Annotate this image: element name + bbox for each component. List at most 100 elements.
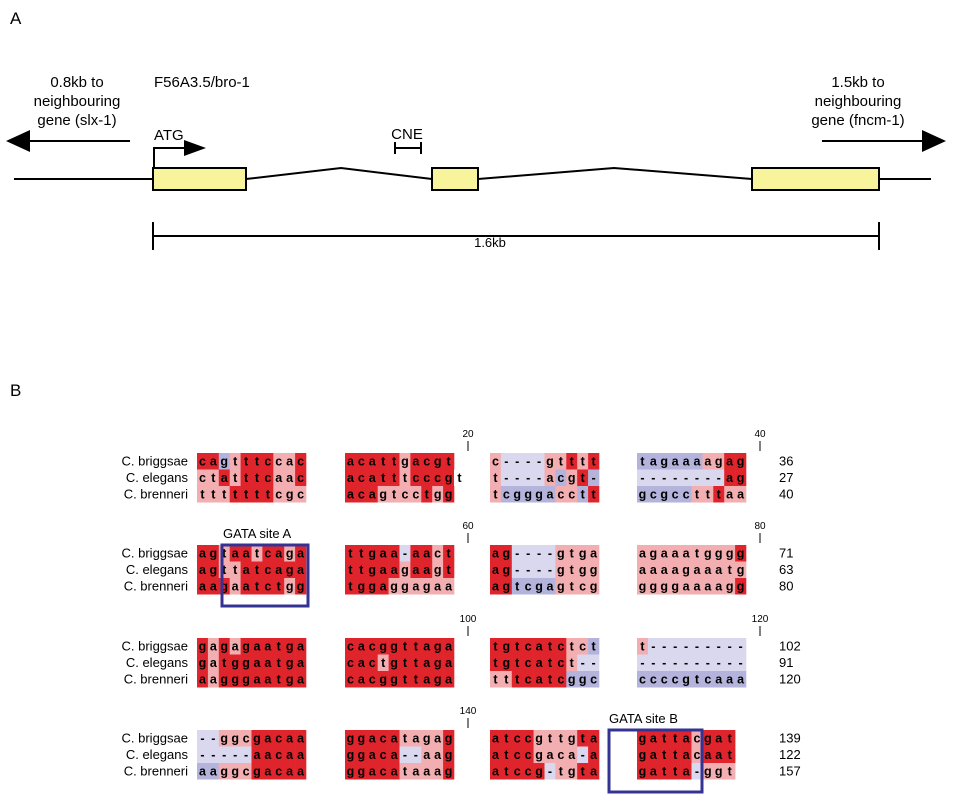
- alignment-cell: [566, 638, 578, 655]
- nucleotide: -: [211, 732, 215, 746]
- alignment-cell: [388, 654, 400, 671]
- alignment-cell: [544, 545, 556, 562]
- alignment-cell: [566, 469, 578, 486]
- nucleotide: g: [368, 547, 376, 561]
- alignment-cell: [522, 561, 534, 578]
- alignment-cell: [262, 545, 274, 562]
- nucleotide: c: [297, 471, 304, 485]
- alignment-cell: [680, 453, 692, 470]
- nucleotide: c: [650, 673, 657, 687]
- alignment-cell: [240, 578, 252, 595]
- nucleotide: a: [347, 488, 355, 502]
- alignment-cell: [588, 746, 600, 763]
- nucleotide: t: [662, 765, 667, 779]
- nucleotide: t: [570, 580, 575, 594]
- nucleotide: t: [414, 656, 419, 670]
- alignment-cell: [702, 654, 714, 671]
- alignment-cell: [500, 746, 513, 763]
- nucleotide: -: [684, 471, 688, 485]
- alignment-cell: [500, 453, 513, 470]
- alignment-cell: [691, 746, 703, 763]
- nucleotide: g: [220, 673, 228, 687]
- alignment-cell: [511, 671, 523, 688]
- nucleotide: g: [590, 563, 598, 577]
- alignment-cell: [262, 763, 274, 780]
- nucleotide: a: [715, 673, 723, 687]
- alignment-cell: [432, 638, 444, 655]
- nucleotide: g: [503, 656, 511, 670]
- alignment-cell: [544, 763, 556, 780]
- nucleotide: a: [546, 748, 554, 762]
- alignment-cell: [410, 730, 422, 747]
- alignment-cell: [522, 654, 534, 671]
- nucleotide: t: [559, 732, 564, 746]
- nucleotide: c: [514, 732, 521, 746]
- alignment-cell: [588, 654, 600, 671]
- start-arrowhead-icon: [184, 140, 206, 156]
- nucleotide: g: [704, 765, 712, 779]
- nucleotide: t: [548, 732, 553, 746]
- alignment-cell: [680, 763, 692, 780]
- nucleotide: a: [683, 765, 691, 779]
- nucleotide: t: [277, 640, 282, 654]
- alignment-cell: [490, 671, 502, 688]
- left-neighbour-note: 0.8kb to neighbouring gene (slx-1): [6, 74, 130, 152]
- alignment-cell: [410, 638, 422, 655]
- nucleotide: c: [525, 640, 532, 654]
- alignment-cell: [702, 453, 714, 470]
- alignment-cell: [680, 654, 692, 671]
- alignment-cell: [432, 671, 444, 688]
- nucleotide: t: [640, 640, 645, 654]
- alignment-cell: [522, 730, 534, 747]
- alignment-cell: [218, 561, 230, 578]
- nucleotide: t: [493, 656, 498, 670]
- alignment-cell: [533, 545, 545, 562]
- alignment-cell: [588, 561, 600, 578]
- alignment-cell: [637, 638, 649, 655]
- alignment-cell: [691, 453, 703, 470]
- alignment-cell: [533, 486, 545, 503]
- alignment-cell: [207, 453, 220, 470]
- alignment-cell: [735, 486, 747, 503]
- alignment-cell: [691, 730, 703, 747]
- alignment-cell: [197, 486, 209, 503]
- nucleotide: a: [546, 580, 554, 594]
- alignment-cell: [566, 671, 578, 688]
- alignment-cell: [388, 578, 400, 595]
- alignment-cell: [399, 469, 411, 486]
- nucleotide: -: [684, 656, 688, 670]
- alignment-cell: [251, 654, 263, 671]
- alignment-cell: [647, 730, 660, 747]
- alignment-cell: [454, 469, 466, 486]
- alignment-cell: [262, 561, 274, 578]
- nucleotide: a: [536, 673, 544, 687]
- alignment-cell: [443, 746, 455, 763]
- nucleotide: t: [359, 547, 364, 561]
- alignment-cell: [533, 746, 545, 763]
- nucleotide: t: [581, 765, 586, 779]
- nucleotide: c: [650, 488, 657, 502]
- alignment-cell: [702, 561, 714, 578]
- alignment-cell: [533, 561, 545, 578]
- alignment-cell: [691, 654, 703, 671]
- nucleotide: c: [423, 455, 430, 469]
- alignment-cell: [566, 730, 578, 747]
- alignment-cell: [366, 730, 378, 747]
- alignment-cell: [432, 486, 444, 503]
- panel-a-letter: A: [10, 9, 22, 28]
- nucleotide: a: [391, 547, 399, 561]
- nucleotide: g: [682, 673, 690, 687]
- nucleotide: t: [548, 640, 553, 654]
- alignment-cell: [229, 561, 241, 578]
- nucleotide: g: [737, 471, 745, 485]
- alignment-cell: [577, 671, 589, 688]
- alignment-cell: [566, 578, 578, 595]
- nucleotide: a: [661, 547, 669, 561]
- nucleotide: -: [537, 547, 541, 561]
- alignment-cell: [388, 730, 400, 747]
- right-distance-line-2: neighbouring: [815, 93, 902, 110]
- alignment-cell: [669, 561, 681, 578]
- alignment-cell: [490, 654, 502, 671]
- alignment-cell: [410, 453, 422, 470]
- gata-site-b-label: GATA site B: [609, 711, 678, 726]
